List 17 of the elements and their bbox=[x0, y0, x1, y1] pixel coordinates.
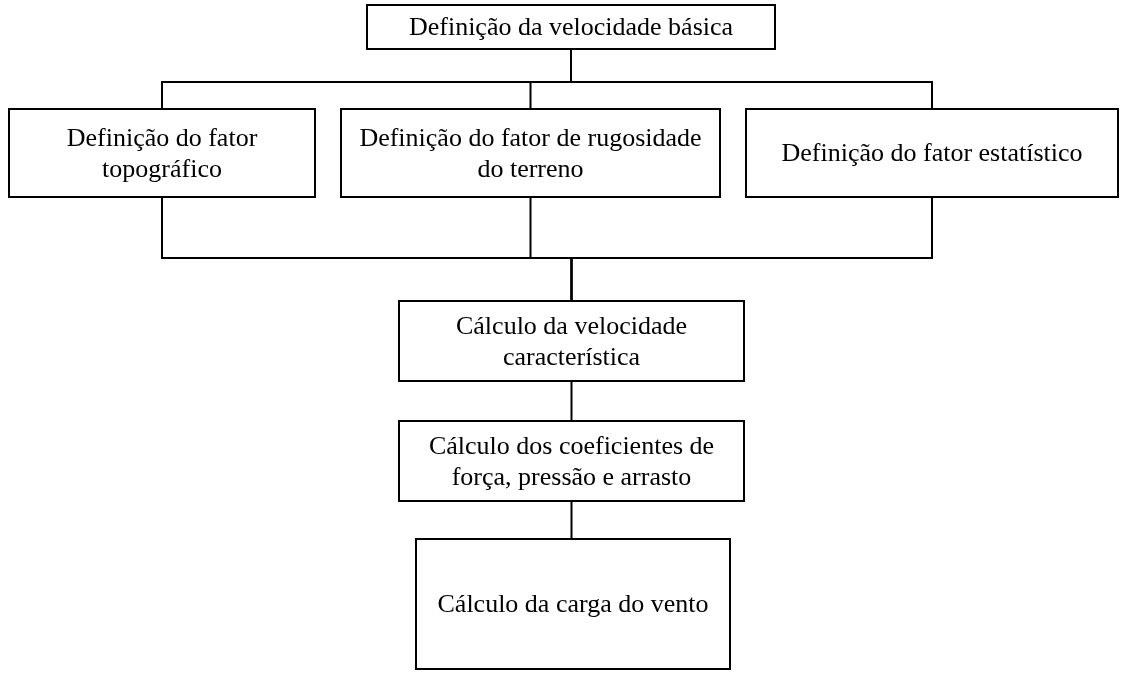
process-box bbox=[8, 108, 316, 198]
box-label: Cálculo dos coeficientes de força, pressão e arrasto bbox=[427, 429, 716, 493]
process-box bbox=[745, 108, 1119, 198]
process-box bbox=[340, 108, 721, 198]
process-box bbox=[398, 300, 745, 382]
connector-line bbox=[570, 197, 933, 301]
box-label: Definição do fator de rugosidade do terreno bbox=[358, 121, 703, 185]
box-label: Cálculo da velocidade característica bbox=[455, 309, 688, 373]
connector-line bbox=[570, 381, 573, 421]
box-label: Definição do fator topográfico bbox=[65, 121, 259, 185]
box-label: Cálculo da carga do vento bbox=[437, 588, 709, 620]
box-label: Definição da velocidade básica bbox=[408, 11, 734, 43]
process-box bbox=[398, 420, 745, 502]
process-box bbox=[366, 4, 776, 50]
connector-line bbox=[570, 501, 573, 539]
box-label: Definição do fator estatístico bbox=[781, 137, 1083, 169]
process-box bbox=[415, 538, 731, 670]
